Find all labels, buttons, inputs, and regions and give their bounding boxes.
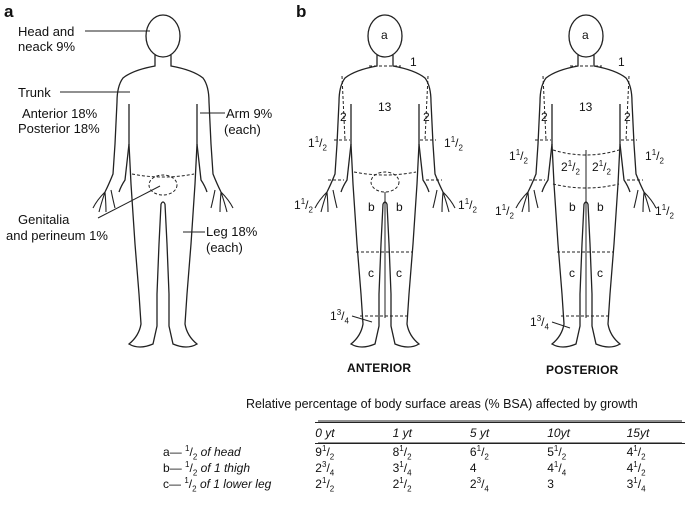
label-head-line2: neack 9% [18, 39, 76, 54]
table-cell: 61/2 [469, 444, 489, 462]
anterior-lower-leg-right: c [396, 266, 402, 280]
posterior-upper-arm-right: 2 [624, 110, 631, 124]
table-cell: 23/4 [469, 476, 489, 494]
label-leg: Leg 18% [206, 224, 258, 239]
anterior-upper-arm-right: 2 [423, 110, 430, 124]
table-cell: 3 [547, 477, 554, 491]
anterior-head: a [381, 28, 388, 42]
label-trunk-anterior: Anterior 18% [22, 106, 98, 121]
posterior-lower-leg-left: c [569, 266, 575, 280]
posterior-thigh-right: b [597, 200, 604, 214]
posterior-thigh-left: b [569, 200, 576, 214]
row-label: c— 1/2 of 1 lower leg [163, 476, 272, 494]
anterior-forearm-right: 11/2 [444, 135, 463, 153]
table-caption: Relative percentage of body surface area… [246, 397, 638, 411]
panel-letter-b: b [296, 2, 307, 21]
posterior-foot: 13/4 [530, 314, 549, 332]
column-header: 1 yt [392, 422, 470, 444]
row-label: b— 1/2 of 1 thigh [163, 460, 250, 478]
posterior-hand-right: 11/2 [655, 203, 674, 221]
table-cell: 41/4 [547, 460, 567, 478]
posterior-buttock-right: 21/2 [592, 159, 611, 177]
posterior-forearm-left: 11/2 [509, 148, 528, 166]
posterior-forearm-right: 11/2 [645, 148, 664, 166]
table-cell: 4 [469, 461, 477, 475]
row-label: a— 1/2 of head [163, 443, 241, 462]
posterior-hand-left: 11/2 [495, 203, 514, 221]
label-arm-each: (each) [224, 122, 261, 137]
table-cell: 41/2 [626, 460, 646, 478]
posterior-trunk: 13 [579, 100, 593, 114]
label-arm: Arm 9% [226, 106, 273, 121]
label-trunk: Trunk [18, 85, 51, 100]
label-leg-each: (each) [206, 240, 243, 255]
bsa-table: 0 yt 1 yt 5 yt 10yt 15yt a— 1/2 of head 9… [163, 422, 685, 494]
table-header-row: 0 yt 1 yt 5 yt 10yt 15yt [163, 422, 685, 444]
table-cell: 51/2 [547, 444, 567, 462]
table-cell: 31/4 [626, 476, 646, 494]
posterior-lower-leg-right: c [597, 266, 603, 280]
anterior-forearm-left: 11/2 [308, 135, 327, 153]
column-header: 5 yt [469, 422, 548, 444]
posterior-neck: 1 [618, 55, 625, 69]
table-cell: 21/2 [392, 476, 412, 494]
label-genitalia-line2: and perineum 1% [6, 228, 108, 243]
table-cell: 41/2 [626, 444, 646, 462]
table-cell: 21/2 [315, 476, 335, 494]
table-cell: 31/4 [392, 460, 412, 478]
anterior-foot: 13/4 [330, 308, 349, 326]
table-cell: 23/4 [315, 460, 335, 478]
posterior-head: a [582, 28, 589, 42]
anterior-lower-leg-left: c [368, 266, 374, 280]
anterior-trunk: 13 [378, 100, 392, 114]
posterior-title: POSTERIOR [546, 363, 619, 377]
panel-letter-a: a [4, 2, 14, 21]
table-cell: 81/2 [392, 444, 412, 462]
column-header: 10yt [547, 422, 627, 444]
anterior-upper-arm-left: 2 [340, 110, 347, 124]
anterior-hand-left: 11/2 [294, 197, 313, 215]
column-header: 15yt [626, 422, 685, 444]
label-trunk-posterior: Posterior 18% [18, 121, 100, 136]
anterior-thigh-right: b [396, 200, 403, 214]
posterior-buttock-left: 21/2 [561, 159, 580, 177]
anterior-neck: 1 [410, 55, 417, 69]
table-row: a— 1/2 of head 91/2 81/2 61/2 51/2 41/2 [163, 444, 685, 461]
label-genitalia: Genitalia [18, 212, 70, 227]
anterior-thigh-left: b [368, 200, 375, 214]
table-row: b— 1/2 of 1 thigh 23/4 31/4 4 41/4 41/2 [163, 460, 685, 478]
table-row: c— 1/2 of 1 lower leg 21/2 21/2 23/4 3 31/4 [163, 476, 685, 494]
anterior-title: ANTERIOR [347, 361, 412, 375]
posterior-upper-arm-left: 2 [541, 110, 548, 124]
anterior-hand-right: 11/2 [458, 197, 477, 215]
table-cell: 91/2 [315, 444, 335, 462]
label-head-line1: Head and [18, 24, 75, 39]
column-header: 0 yt [315, 422, 393, 444]
